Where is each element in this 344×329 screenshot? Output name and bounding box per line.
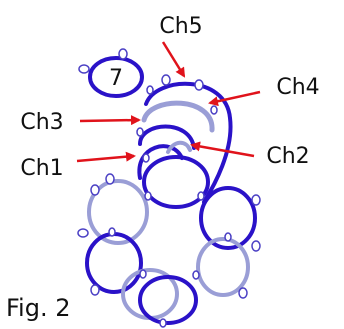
callout-arrows bbox=[76, 41, 261, 163]
picot bbox=[210, 105, 218, 115]
picot bbox=[224, 232, 232, 242]
picot bbox=[251, 194, 261, 206]
picot bbox=[161, 74, 171, 86]
arrow-ch1 bbox=[76, 151, 136, 163]
callout-label-ch3: Ch3 bbox=[20, 110, 63, 135]
callout-label-ch2: Ch2 bbox=[266, 144, 309, 169]
chain-ch2 bbox=[166, 140, 192, 154]
picot bbox=[108, 227, 116, 237]
figure-caption: Fig. 2 bbox=[6, 294, 71, 322]
ring-upper-left bbox=[87, 179, 149, 245]
ring-lower-right bbox=[196, 237, 250, 297]
picot bbox=[136, 127, 144, 137]
chain-ch1 bbox=[137, 144, 184, 180]
picot bbox=[78, 64, 90, 74]
picot bbox=[238, 287, 248, 299]
picot bbox=[142, 153, 150, 163]
arrow-ch3 bbox=[79, 115, 141, 126]
picot bbox=[118, 48, 128, 60]
picot bbox=[146, 85, 154, 95]
callout-label-ch5: Ch5 bbox=[159, 14, 202, 39]
picot bbox=[105, 173, 115, 185]
picot bbox=[90, 184, 100, 196]
picot bbox=[197, 191, 205, 201]
callout-label-ch4: Ch4 bbox=[276, 75, 319, 100]
chains bbox=[88, 56, 233, 204]
callout-label-ch1: Ch1 bbox=[20, 156, 63, 181]
picot bbox=[159, 318, 167, 328]
ring-number-label: 7 bbox=[109, 66, 123, 91]
picot bbox=[144, 191, 152, 201]
picot bbox=[77, 228, 89, 238]
picot bbox=[139, 269, 147, 279]
chain-ch3 bbox=[138, 124, 196, 150]
chain-ch4 bbox=[141, 100, 215, 133]
picot bbox=[251, 240, 261, 252]
picot bbox=[192, 270, 200, 280]
picot bbox=[90, 284, 100, 296]
ring-center-top bbox=[142, 155, 210, 209]
arrow-ch5 bbox=[161, 41, 186, 78]
ring-bottom-center bbox=[138, 275, 198, 325]
picots bbox=[77, 48, 261, 328]
ring-7 bbox=[88, 56, 144, 98]
ring-upper-right bbox=[199, 186, 257, 250]
picot bbox=[194, 79, 204, 91]
arrow-ch2 bbox=[190, 141, 255, 158]
ring-cluster bbox=[85, 155, 257, 325]
chain-ch5 bbox=[144, 81, 233, 204]
arrow-ch4 bbox=[208, 90, 261, 107]
